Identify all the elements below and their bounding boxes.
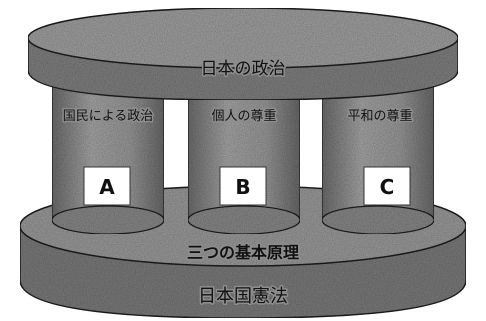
pillar-c-letter: C: [380, 175, 395, 199]
principles-label: 三つの基本原理: [187, 243, 299, 262]
letter-box-c: [363, 166, 411, 206]
letter-box-b: [219, 166, 267, 206]
letter-box-a: [83, 166, 131, 206]
pillar-b-caption: 個人の尊重: [211, 108, 276, 124]
pillar-b-letter: B: [235, 175, 250, 199]
pillar-c-caption: 平和の尊重: [347, 108, 412, 124]
base-label: 日本国憲法: [198, 285, 288, 307]
pillar-a-letter: A: [99, 175, 115, 199]
top-slab: [27, 7, 459, 101]
pillar-a-caption: 国民による政治: [63, 109, 154, 124]
top-label: 日本の政治: [201, 59, 286, 79]
